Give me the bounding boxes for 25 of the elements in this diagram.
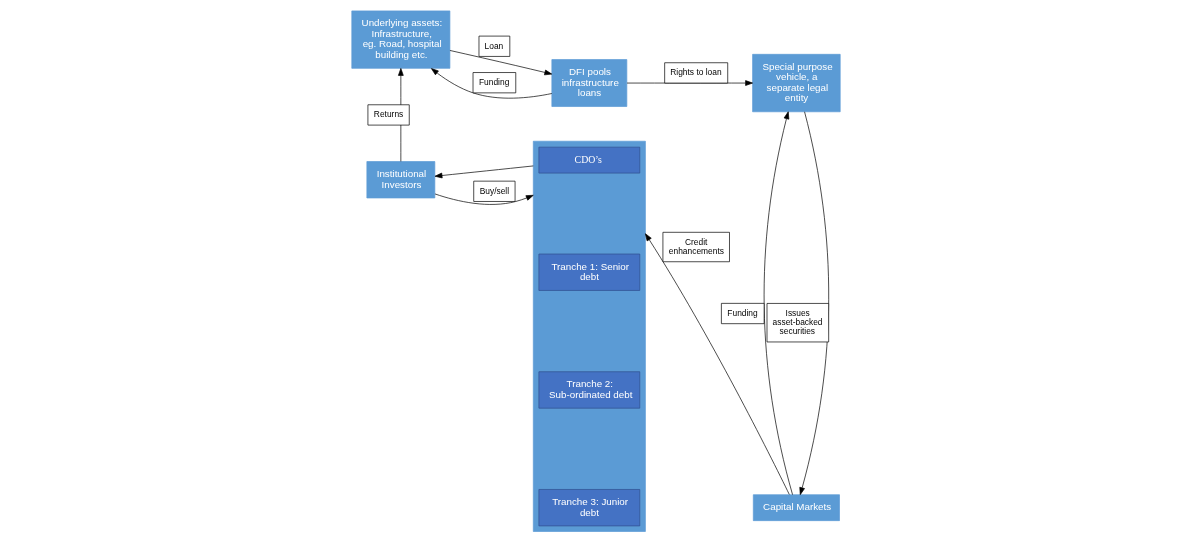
arrow [434, 193, 534, 205]
node-box: Institutional Investors [366, 161, 436, 199]
arrow [763, 111, 793, 495]
arrow [799, 111, 830, 495]
node-box: Underlying assets: Infrastructure, eg. Road, hospital building etc. [351, 10, 451, 69]
edge-label: Funding [478, 77, 510, 88]
arrow [431, 68, 553, 99]
node-box: Special purpose vehicle, a separate legal entity [752, 54, 841, 113]
node-box: Capital Markets [752, 494, 840, 521]
arrow [449, 50, 553, 76]
arrow [626, 80, 753, 86]
arrow [434, 165, 534, 179]
edge-label: Buy/sell [479, 185, 510, 196]
cluster [532, 140, 646, 532]
edge-label: Credit enhancements [668, 236, 724, 256]
edge-label: Returns [373, 109, 404, 120]
edge-label: Loan [484, 40, 504, 51]
node-box: Tranche 3: Junior debt [538, 489, 641, 527]
edge-label: Issues asset-backed securities [772, 308, 823, 337]
edge-label: Rights to loan [670, 67, 722, 78]
node-box: DFI pools infrastructure loans [551, 59, 628, 107]
node-box: CDO’s [538, 146, 641, 174]
node-box: Tranche 1: Senior debt [538, 253, 641, 291]
node-box: Tranche 2: Sub-ordinated debt [538, 371, 641, 409]
edge-label: Funding [727, 308, 758, 319]
